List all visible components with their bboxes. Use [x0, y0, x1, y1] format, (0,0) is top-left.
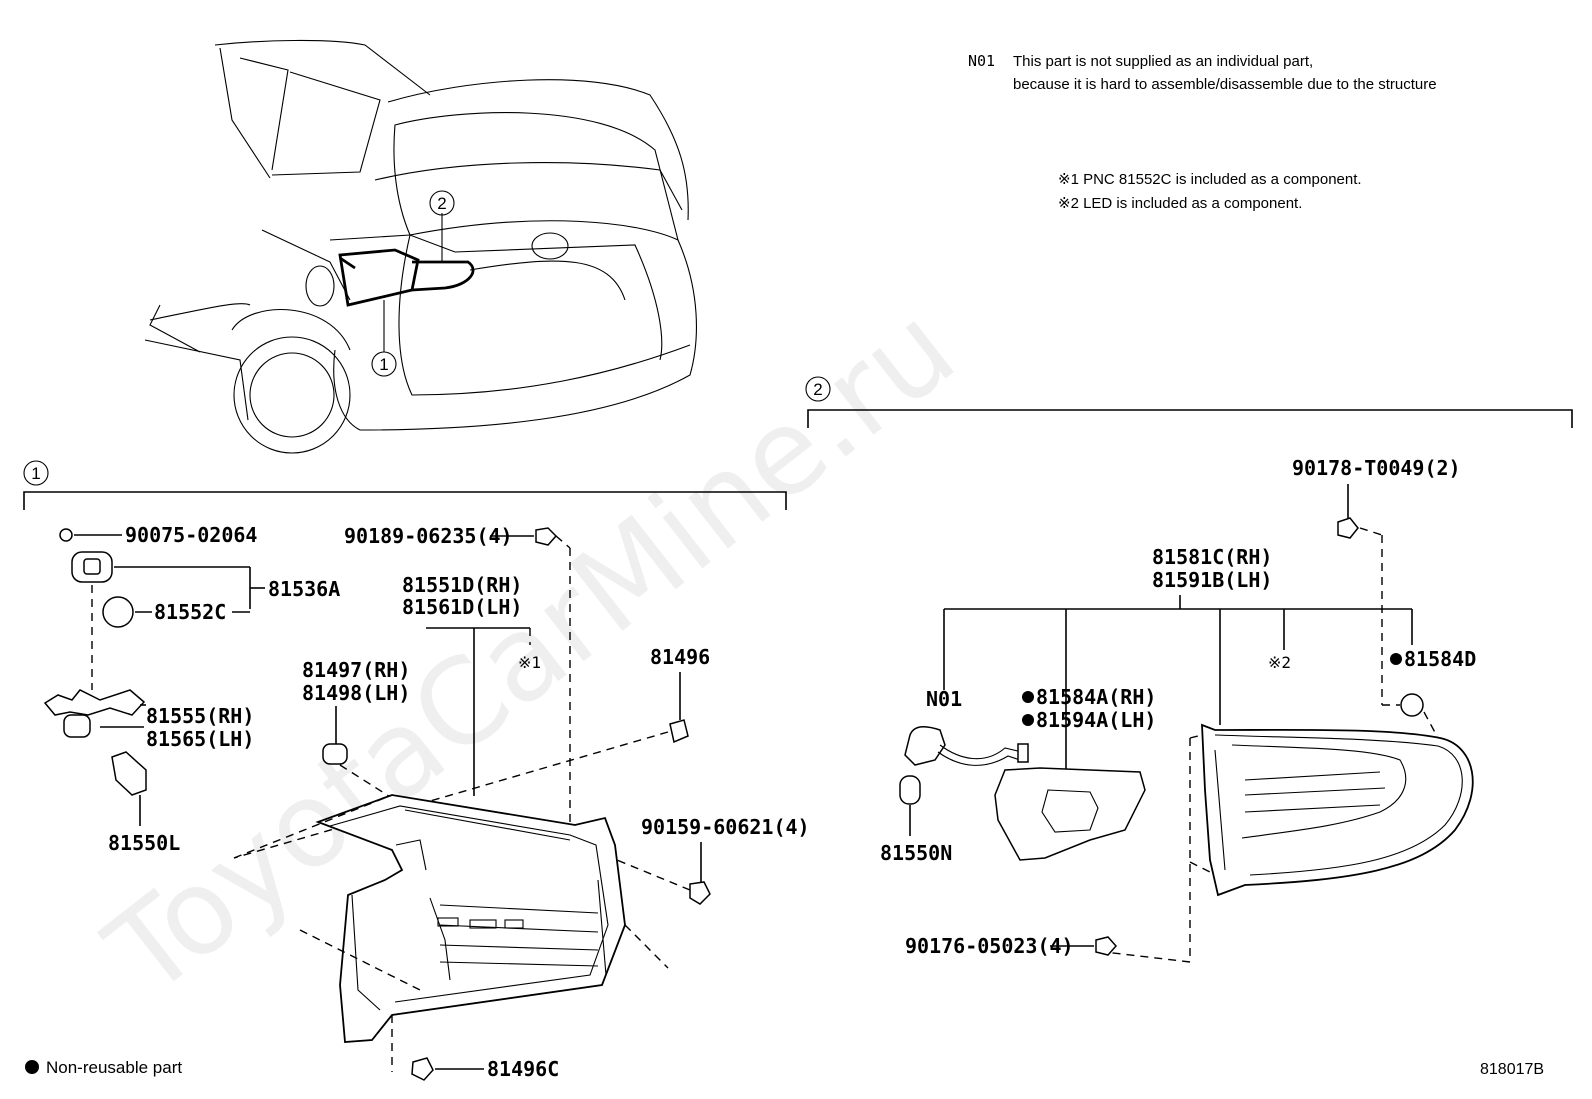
n01-note-line2: because it is hard to assemble/disassemb…	[1013, 76, 1437, 93]
vehicle-rear-illustration: 2 1	[144, 39, 697, 454]
callout-1-marker	[371, 351, 397, 377]
non-reusable-dot-81594A	[1022, 714, 1034, 726]
screw-90189-icon	[535, 527, 558, 546]
section-2-number: 2	[813, 380, 822, 399]
label-81496C: 81496C	[487, 1057, 559, 1081]
note-2: ※2 LED is included as a component.	[1058, 195, 1302, 212]
screw-90178-icon	[1337, 517, 1359, 539]
label-81550L: 81550L	[108, 831, 180, 855]
notes: N01 This part is not supplied as an indi…	[968, 52, 1437, 212]
clip-81497-icon	[322, 743, 348, 765]
label-81536A: 81536A	[268, 577, 340, 601]
label-81552C: 81552C	[154, 600, 226, 624]
gasket-81584A-icon	[994, 767, 1146, 861]
label-81550N: 81550N	[880, 841, 952, 865]
wiring-harness-icon	[43, 689, 146, 716]
section-1-bracket	[23, 491, 787, 510]
bulb-81550N-icon	[899, 775, 921, 805]
garnish-lamp-assembly	[1201, 723, 1474, 897]
label-81565: 81565(LH)	[146, 727, 254, 751]
label-81561D: 81561D(LH)	[402, 595, 522, 619]
clip-81496-icon	[669, 719, 689, 744]
label-81594A: 81594A(LH)	[1036, 708, 1156, 732]
screw-90159-icon	[689, 881, 711, 905]
label-81551D: 81551D(RH)	[402, 573, 522, 597]
lamp-led-rows	[429, 879, 607, 981]
legend-non-reusable-text: Non-reusable part	[46, 1058, 182, 1077]
label-star1: ※1	[518, 653, 541, 672]
clip-81496C-icon	[411, 1057, 434, 1081]
callout-1-number: 1	[379, 355, 388, 374]
label-n01: N01	[926, 687, 962, 711]
label-90176-05023: 90176-05023(4)	[905, 934, 1074, 958]
n01-note-line1: This part is not supplied as an individu…	[1013, 53, 1313, 70]
legend: Non-reusable part	[25, 1058, 182, 1077]
non-reusable-dot-81584D	[1390, 653, 1402, 665]
screw-90075-icon	[59, 528, 73, 542]
gasket-81584D-icon	[1400, 693, 1424, 717]
callout-2-number: 2	[437, 194, 446, 213]
label-81584D: 81584D	[1404, 647, 1476, 671]
bulb-81550L-icon	[111, 751, 147, 796]
label-90075-02064: 90075-02064	[125, 523, 257, 547]
section-1-number: 1	[31, 464, 40, 483]
section-1: 1 90075-02064 81536A 81552C 81555(RH) 81…	[23, 460, 810, 1081]
ring-81552C-icon	[102, 596, 134, 628]
label-90178-T0049: 90178-T0049(2)	[1292, 456, 1461, 480]
screw-90176-icon	[1095, 936, 1118, 956]
note-1: ※1 PNC 81552C is included as a component…	[1058, 171, 1362, 188]
section-1-marker	[23, 460, 49, 486]
figure-id: 818017B	[1480, 1061, 1544, 1078]
bulb-socket-icon	[63, 714, 91, 738]
non-reusable-dot-icon	[25, 1060, 39, 1074]
callout-2-marker	[429, 190, 455, 216]
non-reusable-dot-81584A	[1022, 691, 1034, 703]
section-2: 2 90178-T0049(2) 81581C(RH) 81591B(LH) ※…	[805, 376, 1573, 963]
label-81497: 81497(RH)	[302, 658, 410, 682]
label-81498: 81498(LH)	[302, 681, 410, 705]
section-2-marker	[805, 376, 831, 402]
tail-lamp-assembly	[315, 794, 626, 1043]
label-81591B: 81591B(LH)	[1152, 568, 1272, 592]
label-81555: 81555(RH)	[146, 704, 254, 728]
label-star2: ※2	[1268, 653, 1291, 672]
label-90159-60621: 90159-60621(4)	[641, 815, 810, 839]
section-2-bracket	[807, 409, 1573, 428]
label-81496: 81496	[650, 645, 710, 669]
label-81584A: 81584A(RH)	[1036, 685, 1156, 709]
label-81581C: 81581C(RH)	[1152, 545, 1272, 569]
n01-note-code: N01	[968, 52, 995, 70]
label-90189-06235: 90189-06235(4)	[344, 524, 513, 548]
socket-n01-icon	[904, 725, 946, 766]
